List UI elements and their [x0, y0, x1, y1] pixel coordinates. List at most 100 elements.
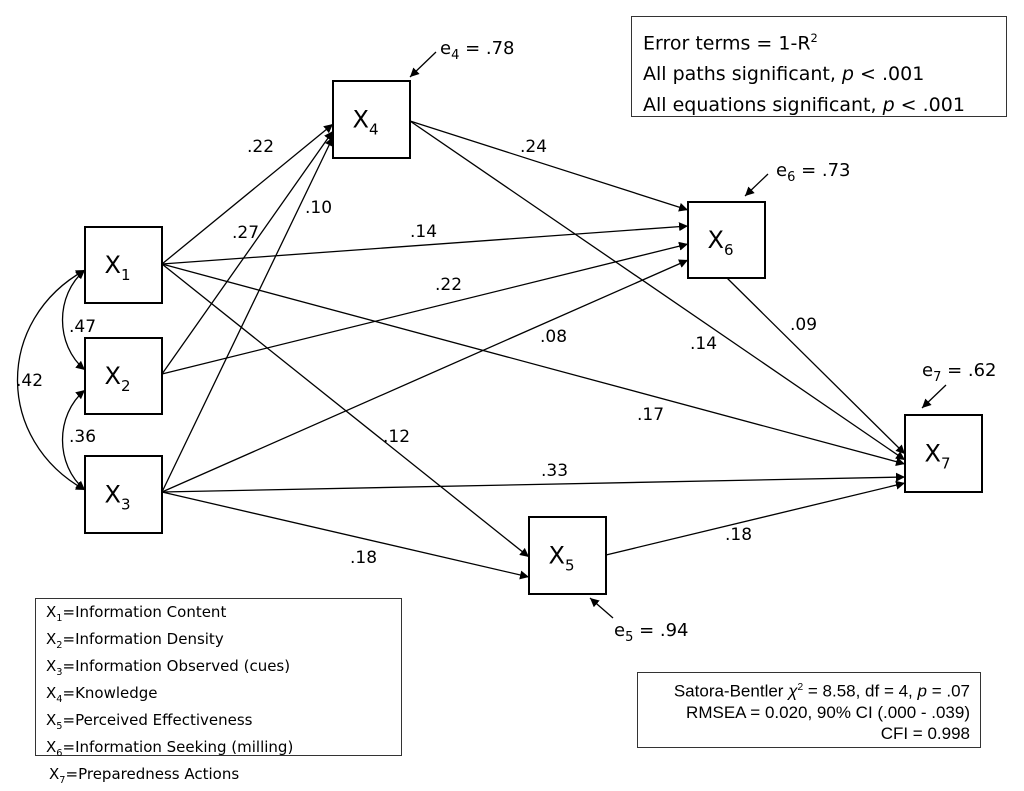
legend-item: X4=Knowledge: [46, 683, 401, 710]
node-label: X5: [549, 542, 575, 575]
path-coefficient: .27: [232, 223, 259, 243]
node-x7: X7: [904, 414, 983, 493]
fit-chi-sup: 2: [797, 682, 804, 693]
fit-p-symbol: p: [917, 681, 927, 701]
path-x6-to-x7: [726, 277, 906, 455]
legend-letter: X: [46, 603, 57, 621]
path-x4-to-x6: [409, 120, 689, 212]
legend-sub: 3: [56, 667, 63, 678]
notes-error-terms-sup: 2: [810, 31, 818, 45]
legend-item: X7=Preparedness Actions: [46, 764, 401, 791]
correlation-x1-x3: [17, 269, 86, 491]
node-box: [904, 414, 983, 493]
node-x6: X6: [687, 201, 766, 279]
legend-item: X2=Information Density: [46, 629, 401, 656]
fit-p-value: = .07: [926, 681, 970, 701]
notes-paths-p: p: [841, 63, 854, 86]
path-x3-to-x5: [161, 491, 530, 580]
path-coefficient: .10: [305, 198, 332, 218]
path-x1-to-x6: [161, 222, 689, 265]
fit-cfi: CFI = 0.998: [880, 723, 970, 743]
path-coefficient: .33: [541, 461, 568, 481]
legend-text: =Knowledge: [62, 684, 158, 702]
path-x1-to-x4: [161, 123, 334, 265]
path-coefficient: .22: [247, 137, 274, 157]
node-label: X2: [105, 362, 131, 395]
legend-item: X6=Information Seeking (milling): [46, 737, 401, 764]
path-x2-to-x4: [161, 130, 334, 375]
error-arrow-x5: [589, 597, 614, 619]
notes-equations-text: All equations significant,: [643, 94, 883, 117]
fit-chi-symbol: χ: [788, 681, 798, 701]
node-x5: X5: [528, 516, 607, 595]
fit-chi-value: = 8.58, df = 4,: [803, 681, 918, 701]
correlation-coefficient: .42: [16, 371, 43, 391]
node-x4: X4: [332, 80, 411, 159]
fit-chi-square: Satora-Bentler χ2 = 8.58, df = 4, p = .0…: [638, 677, 970, 702]
path-coefficient: .18: [725, 525, 752, 545]
path-coefficient: .09: [790, 315, 817, 335]
legend-letter: X: [46, 711, 57, 729]
notes-equations-significant: All equations significant, p < .001: [643, 90, 1006, 121]
node-label: X4: [353, 106, 379, 139]
legend-item: X5=Perceived Effectiveness: [46, 710, 401, 737]
legend-sub: 1: [56, 613, 63, 624]
legend-letter: X: [46, 657, 57, 675]
legend-letter: X: [46, 684, 57, 702]
node-label: X3: [105, 481, 131, 514]
path-coefficient: .08: [540, 327, 567, 347]
legend-text: =Information Density: [62, 630, 224, 648]
legend-text: =Information Seeking (milling): [62, 738, 294, 756]
path-x3-to-x6: [161, 259, 689, 493]
node-label: X6: [708, 226, 734, 259]
node-box: [84, 226, 163, 304]
node-x1: X1: [84, 226, 163, 304]
error-arrow-x4: [409, 51, 437, 78]
path-x4-to-x7: [409, 120, 906, 461]
path-coefficient: .18: [350, 548, 377, 568]
path-x1-to-x5: [161, 263, 530, 558]
path-x2-to-x6: [161, 241, 689, 375]
path-x1-to-x7: [161, 263, 906, 467]
fit-rmsea: RMSEA = 0.020, 90% CI (.000 - .039): [686, 702, 970, 722]
node-box: [332, 80, 411, 159]
path-x3-to-x7: [161, 472, 906, 493]
legend-sub: 4: [56, 694, 63, 705]
error-term-x6: e6 = .73: [776, 160, 851, 185]
legend-sub: 6: [56, 748, 63, 759]
error-arrow-x7: [921, 384, 947, 409]
legend-item: X3=Information Observed (cues): [46, 656, 401, 683]
path-coefficient: .14: [690, 334, 717, 354]
node-box: [528, 516, 607, 595]
legend-text: =Information Content: [62, 603, 227, 621]
error-term-x7: e7 = .62: [922, 360, 997, 385]
legend-item: X1=Information Content: [46, 602, 401, 629]
notes-box: Error terms = 1-R2 All paths significant…: [631, 16, 1007, 117]
path-coefficient: .12: [383, 427, 410, 447]
model-fit-box: Satora-Bentler χ2 = 8.58, df = 4, p = .0…: [637, 672, 981, 748]
notes-equations-value: < .001: [894, 94, 965, 117]
path-x5-to-x7: [605, 480, 906, 556]
notes-paths-text: All paths significant,: [643, 63, 842, 86]
path-x3-to-x4: [161, 136, 334, 493]
node-box: [84, 337, 163, 415]
node-x3: X3: [84, 455, 163, 534]
correlation-coefficient: .47: [69, 317, 96, 337]
variable-legend: X1=Information Content X2=Information De…: [35, 598, 402, 786]
notes-error-terms-text: Error terms = 1-R: [643, 32, 811, 55]
legend-text: =Information Observed (cues): [62, 657, 291, 675]
path-coefficient: .17: [637, 405, 664, 425]
error-term-x4: e4 = .78: [440, 38, 515, 63]
path-coefficient: .14: [410, 222, 437, 242]
node-box: [687, 201, 766, 279]
legend-sub: 2: [56, 640, 63, 651]
legend-letter: X: [46, 738, 57, 756]
path-coefficient: .24: [520, 137, 547, 157]
notes-paths-significant: All paths significant, p < .001: [643, 59, 1006, 90]
notes-paths-value: < .001: [853, 63, 925, 86]
node-x2: X2: [84, 337, 163, 415]
node-label: X7: [925, 440, 951, 473]
error-term-x5: e5 = .94: [614, 620, 689, 645]
node-box: [84, 455, 163, 534]
